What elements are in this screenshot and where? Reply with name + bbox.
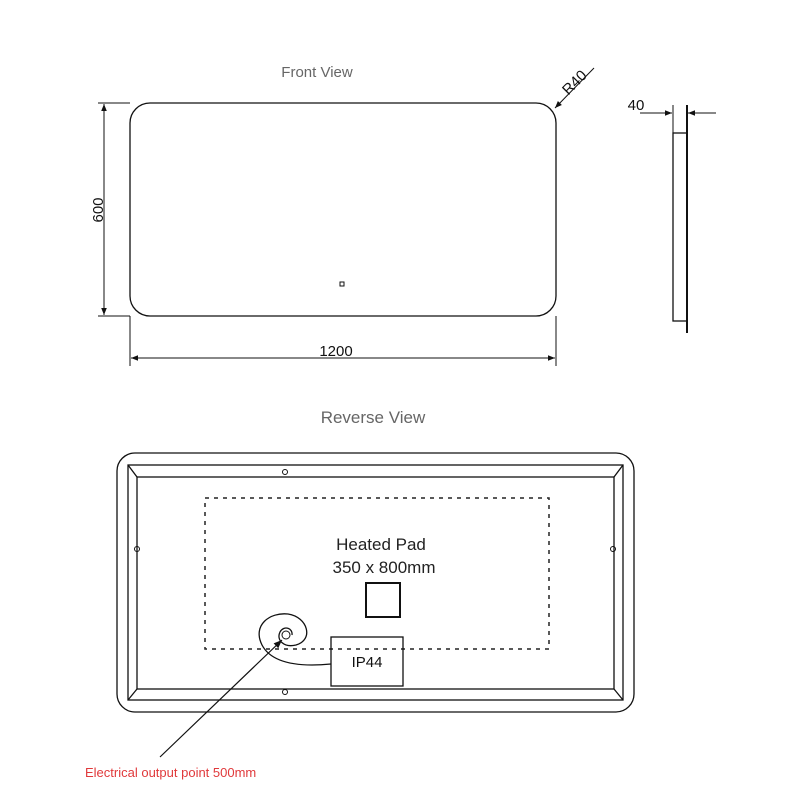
touch-sensor-icon	[339, 281, 345, 287]
reverse-view: Reverse View Heated Pad 350 x 800mm IP44…	[85, 408, 635, 780]
electrical-point-arrow	[159, 639, 283, 758]
height-dimension-label: 600	[90, 197, 107, 222]
electrical-point-icon	[281, 630, 291, 640]
radius-leader-line	[554, 67, 595, 109]
heated-pad-label: Heated Pad	[336, 535, 426, 554]
heated-pad-area	[204, 497, 550, 650]
front-view: Front View 600 1200 R40	[90, 64, 595, 366]
heated-pad-size: 350 x 800mm	[333, 558, 436, 577]
keyhole-icon	[282, 689, 288, 695]
cable-coil	[258, 613, 332, 666]
side-profile	[672, 132, 688, 322]
frame-outer	[127, 464, 624, 701]
ip-rating-label: IP44	[352, 654, 383, 671]
mirror-back-outline	[116, 452, 635, 713]
side-view: 40	[628, 97, 716, 333]
keyhole-icon	[610, 546, 616, 552]
frame-inner	[136, 476, 615, 690]
keyhole-icon	[134, 546, 140, 552]
width-dimension-label: 1200	[319, 343, 352, 360]
front-view-title: Front View	[281, 64, 353, 81]
heater-switch-box	[365, 582, 401, 618]
keyhole-icon	[282, 469, 288, 475]
reverse-view-title: Reverse View	[321, 408, 426, 427]
driver-box	[330, 636, 404, 687]
radius-label: R40	[559, 67, 590, 98]
electrical-output-note: Electrical output point 500mm	[85, 765, 256, 780]
mirror-outline	[129, 102, 557, 317]
depth-dimension-label: 40	[628, 97, 645, 114]
